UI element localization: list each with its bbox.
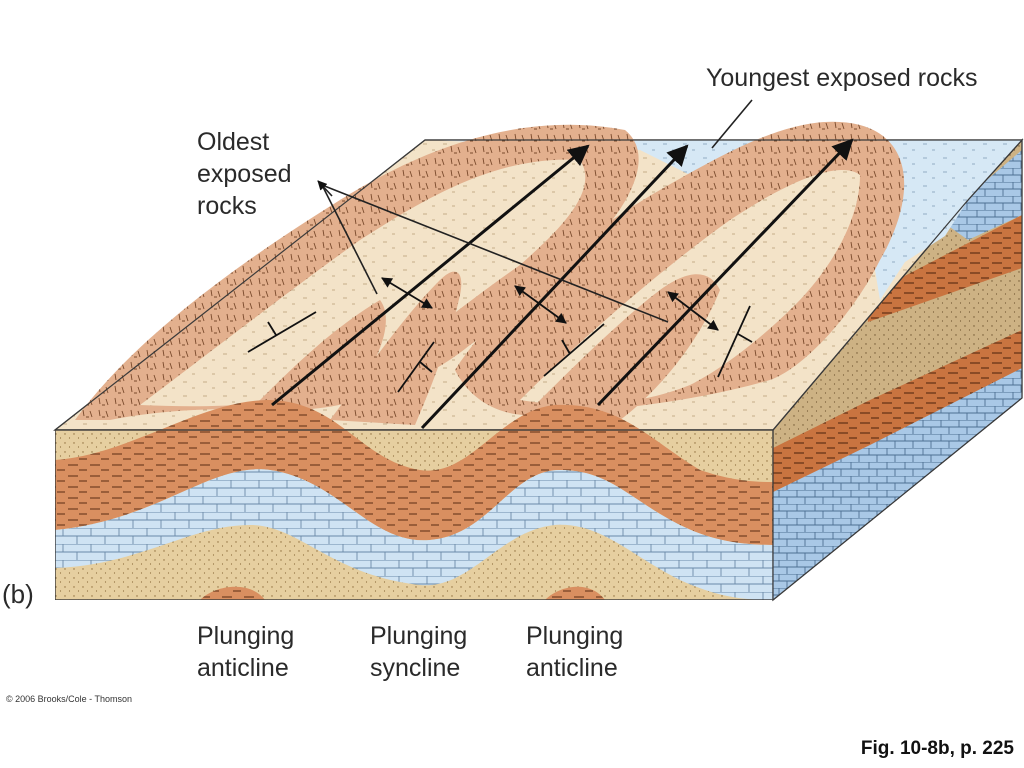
front-face [55, 400, 773, 600]
top-surface [53, 121, 1024, 431]
label-oldest-exposed-rocks: Oldest exposed rocks [197, 128, 292, 220]
anticline-axis-arrow-2 [596, 138, 854, 407]
label-panel-b: (b) [2, 579, 34, 609]
label-plunging-anticline-1: Plunging anticline [197, 622, 295, 682]
dip-arrows [381, 277, 719, 331]
label-plunging-syncline: Plunging syncline [370, 622, 468, 682]
figure-reference: Fig. 10-8b, p. 225 [860, 738, 1014, 759]
side-face [772, 138, 1023, 602]
label-youngest-exposed-rocks: Youngest exposed rocks [706, 64, 978, 92]
anticline-axis-arrow [271, 144, 590, 407]
strike-dip-symbols [247, 305, 753, 393]
leader-lines [317, 99, 753, 323]
copyright-notice: © 2006 Brooks/Cole - Thomson [6, 694, 133, 704]
label-plunging-anticline-2: Plunging anticline [526, 622, 624, 682]
